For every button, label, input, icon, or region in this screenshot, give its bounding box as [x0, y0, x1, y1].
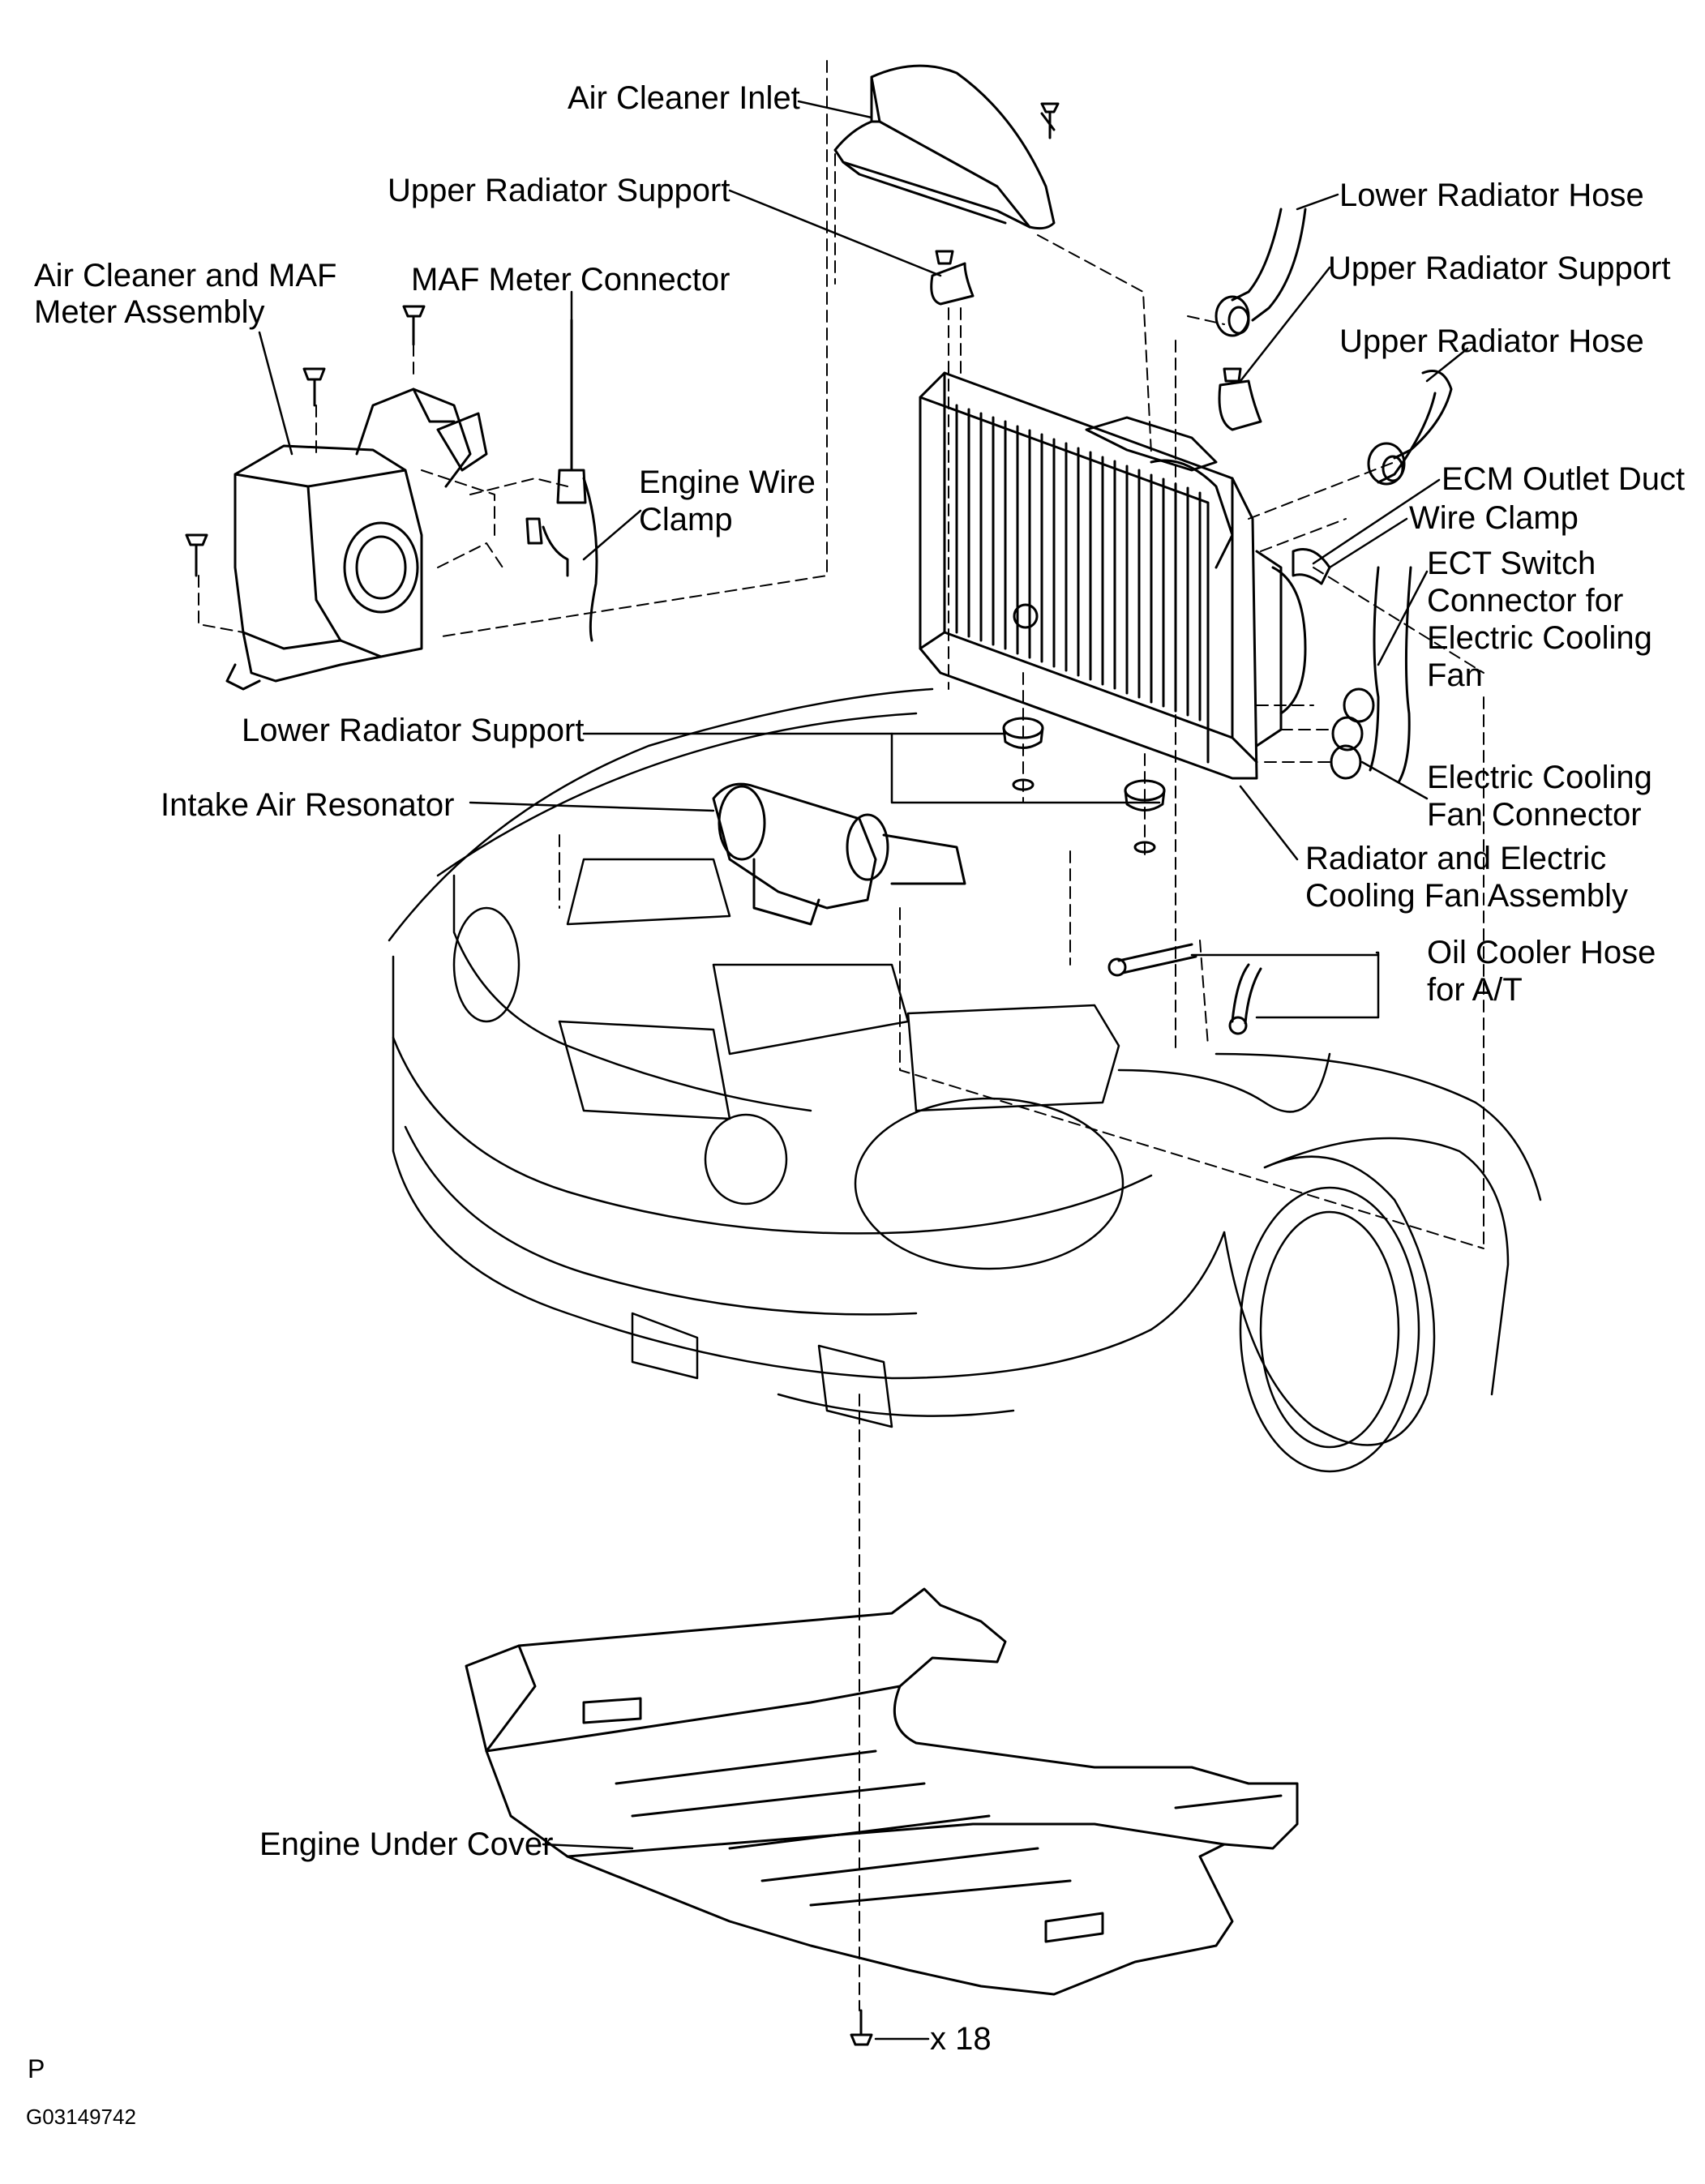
label-intake-air-resonator: Intake Air Resonator	[161, 787, 455, 823]
side-hoses-part	[1292, 548, 1412, 784]
label-ecm-outlet-duct: ECM Outlet Duct	[1442, 461, 1686, 497]
oil-cooler-hose-part	[1107, 943, 1262, 1035]
inlet-bolt	[1040, 102, 1060, 139]
dashed-assembly-lines	[198, 60, 1484, 2011]
label-lower-radiator-hose: Lower Radiator Hose	[1339, 178, 1644, 213]
label-air-cleaner-maf-assembly: Air Cleaner and MAF Meter Assembly	[34, 258, 337, 330]
label-air-cleaner-inlet: Air Cleaner Inlet	[568, 80, 800, 116]
footer-mark: P	[28, 2054, 45, 2083]
upper-radiator-support-right-part	[1218, 367, 1262, 431]
label-electric-cooling-fan-connector: Electric Cooling Fan Connector	[1427, 760, 1652, 833]
label-bolt-count: x 18	[930, 2021, 992, 2057]
label-engine-under-cover: Engine Under Cover	[259, 1826, 554, 1862]
label-ect-switch-connector: ECT Switch Connector for Electric Coolin…	[1427, 546, 1652, 693]
maf-bolts	[185, 305, 426, 577]
label-engine-wire-clamp: Engine Wire Clamp	[639, 465, 816, 537]
radiator-assembly-part	[919, 371, 1307, 780]
air-cleaner-maf-part	[225, 388, 488, 691]
air-cleaner-inlet-part	[833, 64, 1056, 230]
under-cover-bolt	[850, 2009, 873, 2046]
lower-radiator-supports-part	[1002, 717, 1166, 854]
upper-radiator-hose-part	[1367, 370, 1453, 486]
lower-radiator-hose-part	[1214, 208, 1307, 337]
vehicle-body-outline	[388, 687, 1542, 1473]
intake-air-resonator-part	[712, 782, 966, 926]
leader-lines	[258, 100, 1469, 2041]
maf-connector-part	[525, 319, 598, 642]
label-wire-clamp: Wire Clamp	[1409, 500, 1579, 536]
figure-code: G03149742	[26, 2105, 136, 2129]
upper-radiator-support-left-part	[930, 250, 975, 306]
label-lower-radiator-support: Lower Radiator Support	[242, 713, 585, 748]
label-oil-cooler-hose: Oil Cooler Hose for A/T	[1427, 935, 1656, 1008]
label-upper-radiator-support-left: Upper Radiator Support	[388, 173, 730, 208]
label-upper-radiator-hose: Upper Radiator Hose	[1339, 323, 1644, 359]
engine-under-cover-part	[465, 1587, 1299, 1996]
label-upper-radiator-support-right: Upper Radiator Support	[1328, 251, 1671, 286]
label-radiator-fan-assembly: Radiator and Electric Cooling Fan Assemb…	[1305, 841, 1628, 914]
label-maf-meter-connector: MAF Meter Connector	[411, 262, 730, 298]
